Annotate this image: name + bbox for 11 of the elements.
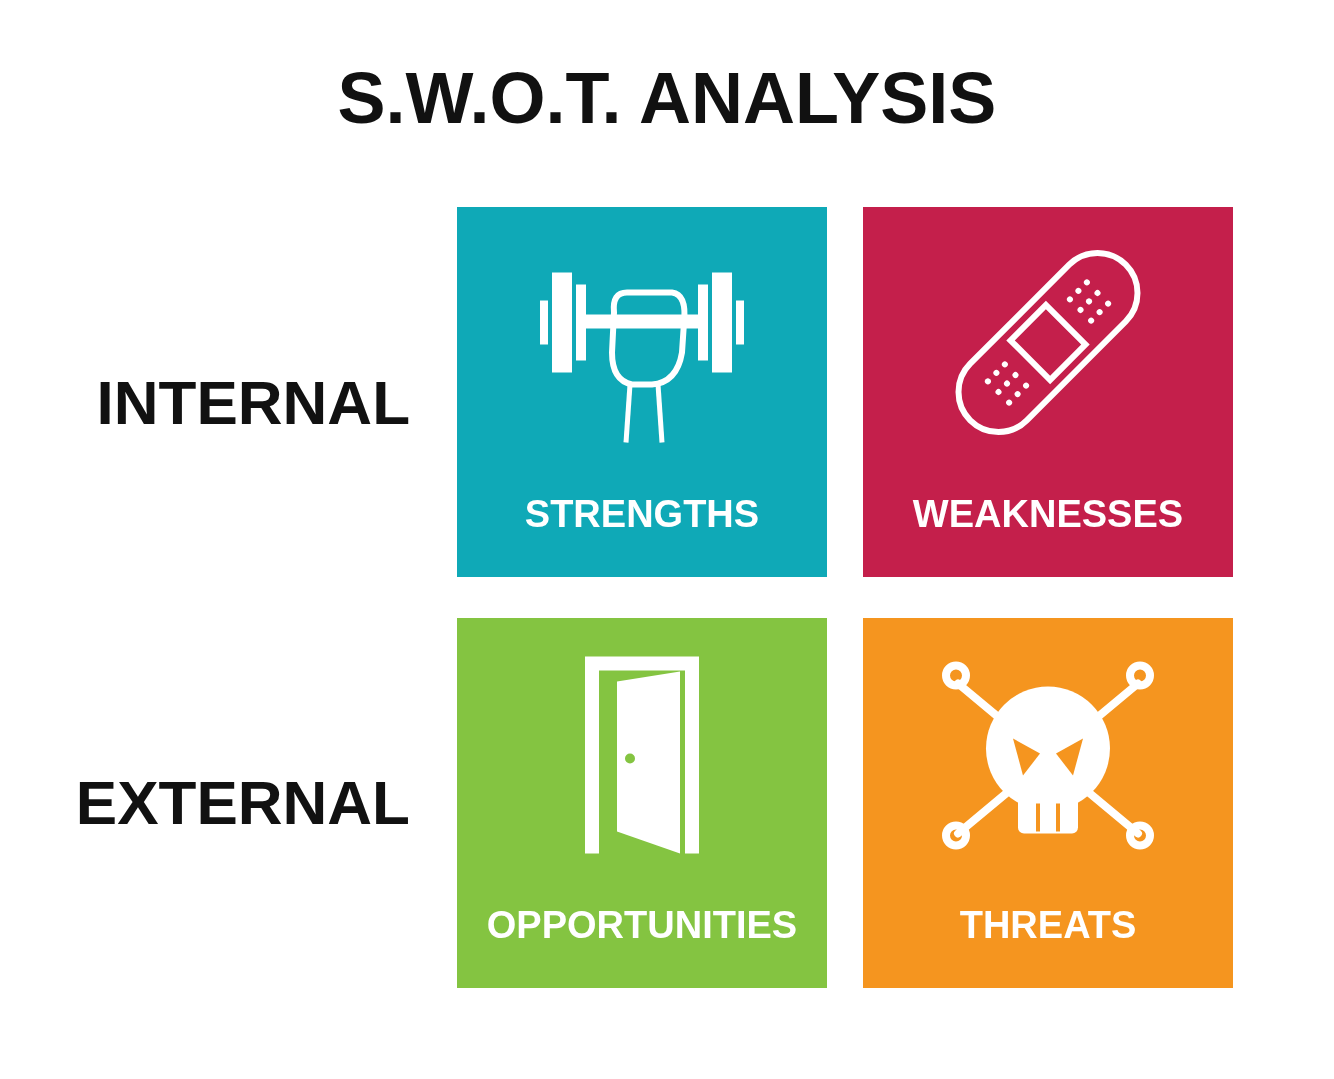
quadrant-tile	[457, 618, 827, 988]
quadrant-label: STRENGTHS	[523, 495, 761, 533]
quadrant-tile	[457, 207, 827, 577]
quadrant-tile	[863, 207, 1233, 577]
quadrant-label: WEAKNESSES	[911, 495, 1185, 533]
quadrant-label: THREATS	[958, 906, 1138, 944]
row-label: INTERNAL	[95, 372, 410, 434]
title: S.W.O.T. ANALYSIS	[336, 62, 998, 134]
quadrant-tile	[863, 618, 1233, 988]
quadrant-label: OPPORTUNITIES	[485, 906, 799, 944]
row-label: EXTERNAL	[74, 772, 410, 834]
